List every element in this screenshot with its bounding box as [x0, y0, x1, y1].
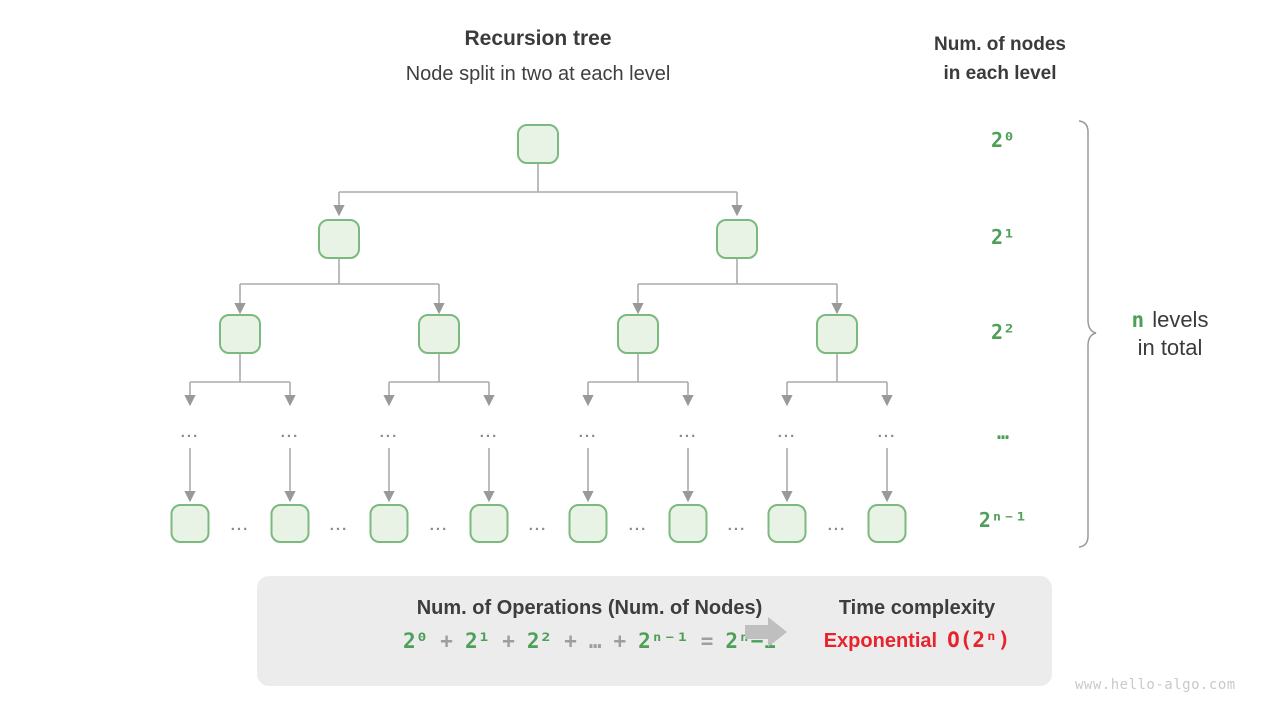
tree-mid-ellipses: ... ... ... ... ... ... ... ... — [181, 424, 897, 441]
tree-node — [270, 504, 310, 543]
operations-title: Num. of Operations (Num. of Nodes) — [416, 597, 763, 619]
tree-node — [767, 504, 807, 543]
formula-token: + — [502, 629, 515, 653]
formula-token: 2¹ — [464, 629, 491, 653]
tree-node — [867, 504, 907, 543]
tree-node — [617, 314, 659, 354]
complexity-class-name: Exponential — [823, 630, 938, 652]
tree-node — [816, 314, 858, 354]
tree-node — [318, 219, 360, 259]
diagram-subtitle: Node split in two at each level — [405, 63, 671, 85]
formula-token: + — [613, 629, 627, 653]
ellipsis-text: ... — [430, 517, 449, 534]
level-count-label-1: 2¹ — [990, 225, 1016, 249]
formula-token: 2⁰ — [403, 629, 429, 653]
ellipsis-text: ... — [679, 424, 698, 441]
summary-box: Num. of Operations (Num. of Nodes) 2⁰ +2¹… — [257, 576, 1052, 686]
tree-node — [418, 314, 460, 354]
time-complexity-value: Exponential O(2ⁿ) — [797, 628, 1037, 653]
ellipsis-text: ... — [529, 517, 548, 534]
formula-token: … — [588, 629, 602, 653]
watermark: www.hello-algo.com — [1075, 677, 1236, 693]
formula-token: + — [564, 629, 577, 653]
levels-brace — [1078, 120, 1097, 548]
big-o-notation: O(2ⁿ) — [947, 628, 1011, 652]
n-variable: n — [1131, 308, 1145, 332]
formula-token: 2ⁿ⁻¹ — [638, 629, 689, 653]
tree-node — [716, 219, 758, 259]
tree-bottom-ellipses: ... ... ... ... ... ... ... — [231, 517, 847, 534]
right-column-title: Num. of nodes in each level — [934, 34, 1066, 84]
ellipsis-text: ... — [330, 517, 349, 534]
ellipsis-text: ... — [281, 424, 300, 441]
ellipsis-text: ... — [480, 424, 499, 441]
ellipsis-text: ... — [778, 424, 797, 441]
tree-edges — [184, 163, 893, 503]
ellipsis-text: ... — [380, 424, 399, 441]
level-count-label-ellipsis: … — [996, 420, 1010, 444]
ellipsis-text: ... — [878, 424, 897, 441]
ellipsis-text: ... — [231, 517, 250, 534]
time-complexity-block: Time complexity Exponential O(2ⁿ) — [797, 597, 1037, 653]
tree-node — [469, 504, 509, 543]
tree-node — [369, 504, 409, 543]
tree-nodes — [170, 124, 907, 543]
formula-token: 2² — [526, 629, 553, 653]
diagram-title: Recursion tree — [464, 27, 612, 50]
level-count-label-0: 2⁰ — [990, 128, 1016, 152]
level-count-label-last: 2ⁿ⁻¹ — [978, 508, 1028, 532]
time-complexity-title: Time complexity — [838, 597, 996, 619]
operations-formula: 2⁰+2¹+2²+…+2ⁿ⁻¹=2ⁿ−1 — [302, 629, 877, 653]
total-levels-line2: in total — [1137, 335, 1203, 360]
ellipsis-text: ... — [828, 517, 847, 534]
tree-node — [668, 504, 708, 543]
levels-word: levels — [1152, 307, 1209, 332]
tree-node — [170, 504, 210, 543]
tree-node — [517, 124, 559, 164]
operations-block: Num. of Operations (Num. of Nodes) 2⁰ +2¹… — [302, 597, 877, 653]
ellipsis-text: ... — [629, 517, 648, 534]
tree-node — [568, 504, 608, 543]
tree-node — [219, 314, 261, 354]
ellipsis-text: ... — [728, 517, 747, 534]
right-arrow-icon — [745, 617, 787, 647]
formula-token: + — [440, 629, 453, 653]
formula-token: = — [700, 629, 714, 653]
ellipsis-text: ... — [181, 424, 200, 441]
ellipsis-text: ... — [579, 424, 598, 441]
level-count-label-2: 2² — [990, 320, 1016, 344]
